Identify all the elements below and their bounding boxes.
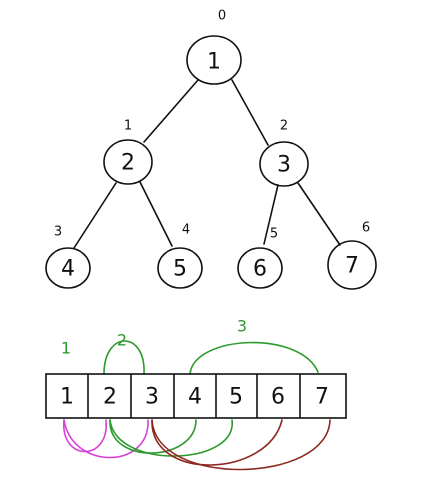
level-label-1: 1 <box>61 339 71 358</box>
tree-node-value: 1 <box>207 50 221 75</box>
array-cell: 1 <box>60 385 74 410</box>
link-arc-3-to-6 <box>151 419 283 466</box>
tree-node-value: 2 <box>121 151 135 176</box>
array: 1 2 3 4 5 6 7 <box>45 373 347 419</box>
tree-node-5 <box>237 247 283 289</box>
tree-edges <box>73 79 341 249</box>
tree-node-index: 3 <box>54 225 62 240</box>
edge-2-6 <box>297 182 341 246</box>
tree-node-values: 1 2 3 4 5 6 7 <box>61 50 359 282</box>
tree-node-value: 6 <box>253 257 267 282</box>
array-box <box>45 373 347 419</box>
tree-node-6 <box>327 240 377 290</box>
link-arc-3-to-7 <box>151 419 331 471</box>
edge-0-2 <box>231 79 269 146</box>
array-cell: 7 <box>315 385 329 410</box>
level-label-2: 2 <box>117 331 127 350</box>
tree-node-2 <box>259 141 309 187</box>
tree-node-indices: 0 1 2 3 4 5 6 <box>54 9 370 242</box>
tree-node-index: 0 <box>218 9 226 24</box>
level-label-3: 3 <box>237 317 247 336</box>
tree-node-index: 4 <box>182 223 190 238</box>
upper-arcs <box>103 340 319 375</box>
array-cell: 4 <box>188 385 202 410</box>
tree-node-1 <box>103 139 153 185</box>
array-values: 1 2 3 4 5 6 7 <box>60 385 329 410</box>
tree-node-3 <box>45 247 91 289</box>
array-cell: 3 <box>145 385 159 410</box>
tree-node-index: 2 <box>280 119 288 134</box>
level-3-arc <box>189 341 319 375</box>
array-cell: 5 <box>229 385 243 410</box>
edge-1-4 <box>139 181 173 247</box>
level-labels: 1 2 3 <box>61 317 247 358</box>
tree-node-value: 3 <box>277 153 291 178</box>
tree-node-0 <box>186 35 242 85</box>
edge-0-1 <box>143 79 199 143</box>
tree-node-value: 7 <box>345 254 359 279</box>
array-cell: 6 <box>271 385 285 410</box>
tree-node-index: 5 <box>270 227 278 242</box>
tree-node-index: 1 <box>124 119 132 134</box>
array-dividers <box>87 374 301 418</box>
child-link-arcs <box>63 419 331 471</box>
link-arc-1-to-3 <box>63 419 149 459</box>
array-cell: 2 <box>103 385 117 410</box>
tree-node-value: 4 <box>61 257 75 282</box>
link-arc-2-to-5 <box>109 419 233 457</box>
level-2-arc <box>103 340 145 375</box>
edge-1-3 <box>73 182 117 249</box>
edge-2-5 <box>263 184 279 245</box>
tree-node-value: 5 <box>173 257 187 282</box>
tree-nodes <box>45 35 377 290</box>
link-arc-2-to-4 <box>109 419 197 454</box>
tree-node-4 <box>157 247 203 289</box>
tree-node-index: 6 <box>362 221 370 236</box>
